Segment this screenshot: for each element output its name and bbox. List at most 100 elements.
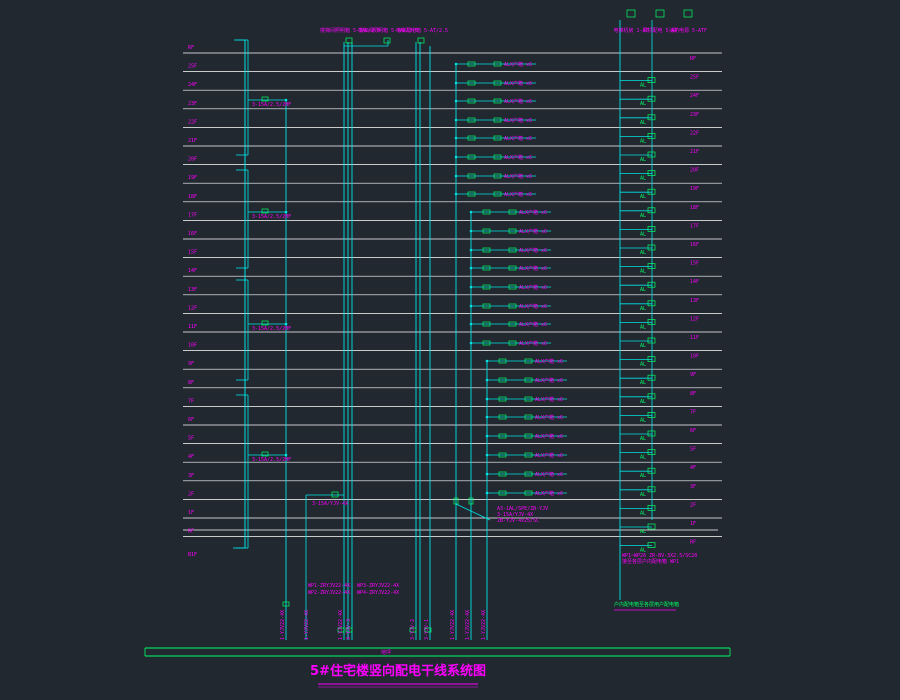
right-meter-tag: AL	[640, 455, 646, 461]
branch-count: x6	[526, 62, 532, 68]
ground-label: 地坪	[381, 649, 391, 656]
right-meter-box	[647, 170, 656, 176]
right-meter-tag: AL	[640, 380, 646, 386]
branch-meter	[493, 117, 502, 123]
branch-node	[485, 472, 489, 476]
right-meter-tag: AL	[640, 83, 646, 89]
left-breaker	[261, 451, 269, 457]
bottom-vertical-label: 1-YJV22-4X	[450, 610, 456, 640]
branch-count: x6	[557, 378, 563, 384]
branch-meter	[524, 396, 533, 402]
bottom-vertical-label: 1-YJV22-4X	[338, 610, 344, 640]
branch-node	[454, 136, 458, 140]
floor-label-right: 2F	[690, 502, 696, 508]
right-meter-tag: AL	[640, 231, 646, 237]
branch-node	[454, 118, 458, 122]
branch-breaker	[467, 98, 476, 104]
branch-count: x6	[557, 491, 563, 497]
floor-label-left: 16F	[188, 231, 197, 237]
left-note: 3-15A/2.5/2HF	[252, 457, 291, 463]
branch-node	[469, 322, 473, 326]
floor-label-right: 12F	[690, 316, 699, 322]
branch-node	[454, 81, 458, 85]
right-meter-box	[647, 523, 656, 530]
branch-node	[485, 359, 489, 363]
right-meter-tag: AL	[640, 176, 646, 182]
branch-node	[469, 285, 473, 289]
right-meter-box	[647, 95, 656, 102]
legend-text: 户内配电箱至各层用户配电箱	[614, 601, 679, 608]
right-note: 接至各层户内配电箱 WP1	[622, 558, 679, 565]
floor-label-left: 3F	[188, 473, 194, 479]
branch-node	[469, 304, 473, 308]
right-meter-tag: AL	[640, 287, 646, 293]
branch-meter	[508, 340, 517, 346]
right-meter-box	[647, 374, 656, 381]
right-meter-tag: AL	[640, 213, 646, 219]
floor-label-left: 19F	[188, 175, 197, 181]
right-meter-box	[647, 412, 656, 418]
riser-bottom-box	[424, 627, 432, 633]
right-meter-tag: AL	[640, 436, 646, 442]
floor-label-right: 6F	[690, 428, 696, 434]
right-meter-tag: AL	[640, 343, 646, 349]
floor-label-right: 7F	[690, 409, 696, 415]
right-meter-box	[647, 188, 656, 195]
floor-label-left: 2F	[188, 491, 194, 497]
right-top-box	[626, 9, 636, 18]
branch-label: ALX户箱	[519, 247, 538, 254]
riser-top-box	[383, 37, 391, 44]
right-top-label: 电梯机房 1-AT	[613, 27, 648, 34]
floor-label-left: 10F	[188, 343, 197, 349]
floor-label-right: 14F	[690, 279, 699, 285]
branch-breaker	[482, 321, 491, 327]
branch-count: x6	[541, 229, 547, 235]
right-meter-tag: AL	[640, 138, 646, 144]
bottom-vertical-label: 1-YJV22-4X	[481, 610, 487, 640]
branch-count: x6	[526, 174, 532, 180]
branch-label: ALX户箱	[519, 321, 538, 328]
branch-label: ALX户箱	[504, 117, 523, 124]
right-meter-box	[647, 337, 656, 344]
branch-node	[469, 266, 473, 270]
right-meter-tag: AL	[640, 548, 646, 554]
branch-label: ALX户箱	[504, 191, 523, 198]
right-meter-tag: AL	[640, 157, 646, 163]
branch-count: x6	[541, 285, 547, 291]
branch-label: ALX户箱	[535, 433, 554, 440]
right-meter-tag: AL	[640, 250, 646, 256]
branch-meter	[524, 471, 533, 477]
right-meter-box	[647, 281, 656, 288]
branch-breaker	[498, 433, 507, 439]
branch-count: x6	[526, 99, 532, 105]
branch-node	[469, 341, 473, 345]
branch-breaker	[498, 377, 507, 383]
right-meter-box	[647, 77, 656, 83]
bottom-note: WP1-ZRYJV22-4X	[308, 583, 350, 589]
left-breaker	[261, 96, 269, 102]
floor-label-left: 7F	[188, 398, 194, 404]
floor-label-right: 8F	[690, 391, 696, 397]
branch-breaker	[467, 191, 476, 197]
floor-label-right: 19F	[690, 186, 699, 192]
branch-node	[454, 99, 458, 103]
floor-label-left: 11F	[188, 324, 197, 330]
branch-meter	[524, 452, 533, 458]
branch-breaker	[467, 117, 476, 123]
branch-count: x6	[541, 210, 547, 216]
left-breaker	[261, 208, 269, 214]
floor-label-left: 9F	[188, 361, 194, 367]
floor-label-right: 4F	[690, 465, 696, 471]
branch-breaker	[482, 284, 491, 290]
branch-meter	[508, 247, 517, 253]
right-meter-box	[647, 319, 656, 325]
branch-breaker	[467, 80, 476, 86]
branch-node	[469, 229, 473, 233]
floor-label-right: RF	[690, 540, 696, 546]
branch-meter	[493, 135, 502, 141]
riser-top-box	[345, 37, 353, 44]
floor-label-left: 21F	[188, 138, 197, 144]
branch-node	[485, 491, 489, 495]
floor-label-right: 3F	[690, 484, 696, 490]
low-note: 3-15A/YJV-4X	[312, 501, 348, 507]
